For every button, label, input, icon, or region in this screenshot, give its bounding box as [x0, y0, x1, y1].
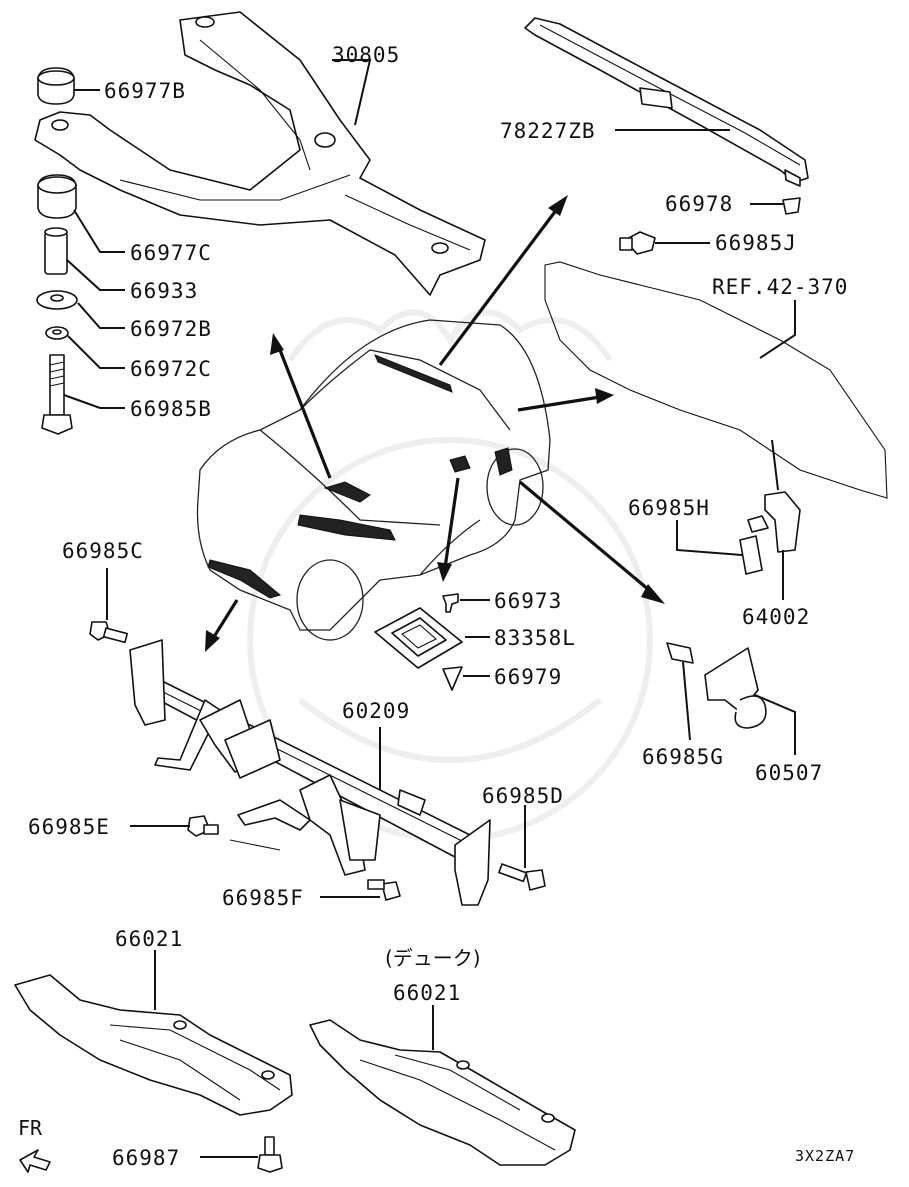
vehicle-outline	[196, 319, 551, 641]
bolts-group	[89, 621, 546, 901]
label-66985H: 66985H	[628, 496, 710, 520]
label-66977B: 66977B	[104, 79, 186, 103]
front-arrow-icon	[19, 1149, 51, 1173]
label-66972B: 66972B	[130, 317, 212, 341]
label-ref-42-370: REF.42-370	[712, 275, 848, 299]
diagram-code: 3X2ZA7	[795, 1147, 855, 1165]
label-60507: 60507	[755, 761, 823, 785]
label-66985J: 66985J	[715, 231, 797, 255]
label-66985D: 66985D	[482, 784, 564, 808]
label-66987: 66987	[112, 1146, 180, 1170]
label-duke: (デューク)	[385, 946, 481, 970]
pointer-arrows	[205, 195, 665, 652]
crossmember-part	[34, 11, 486, 296]
mount-stack	[36, 67, 78, 435]
label-66933: 66933	[130, 279, 198, 303]
label-64002: 64002	[742, 605, 810, 629]
label-83358L: 83358L	[494, 626, 576, 650]
leader-lines	[63, 59, 796, 1158]
label-66985B: 66985B	[130, 397, 212, 421]
label-78227ZB: 78227ZB	[500, 119, 596, 143]
label-66985C: 66985C	[62, 539, 144, 563]
bolt-66985J	[619, 231, 656, 255]
label-66985G: 66985G	[642, 745, 724, 769]
bumper-outline	[544, 261, 888, 499]
clip-66978	[782, 197, 801, 215]
label-30805: 30805	[332, 43, 400, 67]
label-66972C: 66972C	[130, 357, 212, 381]
bracket-60507	[666, 642, 767, 729]
label-66977C: 66977C	[130, 241, 212, 265]
skid-plate-right	[309, 1019, 576, 1166]
label-66021-right: 66021	[393, 981, 461, 1005]
label-66985F: 66985F	[222, 886, 304, 910]
skid-plate-left	[14, 974, 293, 1116]
label-66985E: 66985E	[28, 815, 110, 839]
bolt-66987	[257, 1136, 283, 1173]
label-66021-left: 66021	[115, 927, 183, 951]
label-66973: 66973	[494, 589, 562, 613]
front-marker-label: FR	[18, 1116, 43, 1140]
label-66979: 66979	[494, 665, 562, 689]
bracket-64002	[739, 491, 801, 575]
label-60209: 60209	[342, 699, 410, 723]
label-66978: 66978	[665, 192, 733, 216]
cover-83358L	[374, 593, 463, 691]
upper-bar-part	[524, 17, 809, 187]
steering-support-60209	[129, 639, 491, 906]
